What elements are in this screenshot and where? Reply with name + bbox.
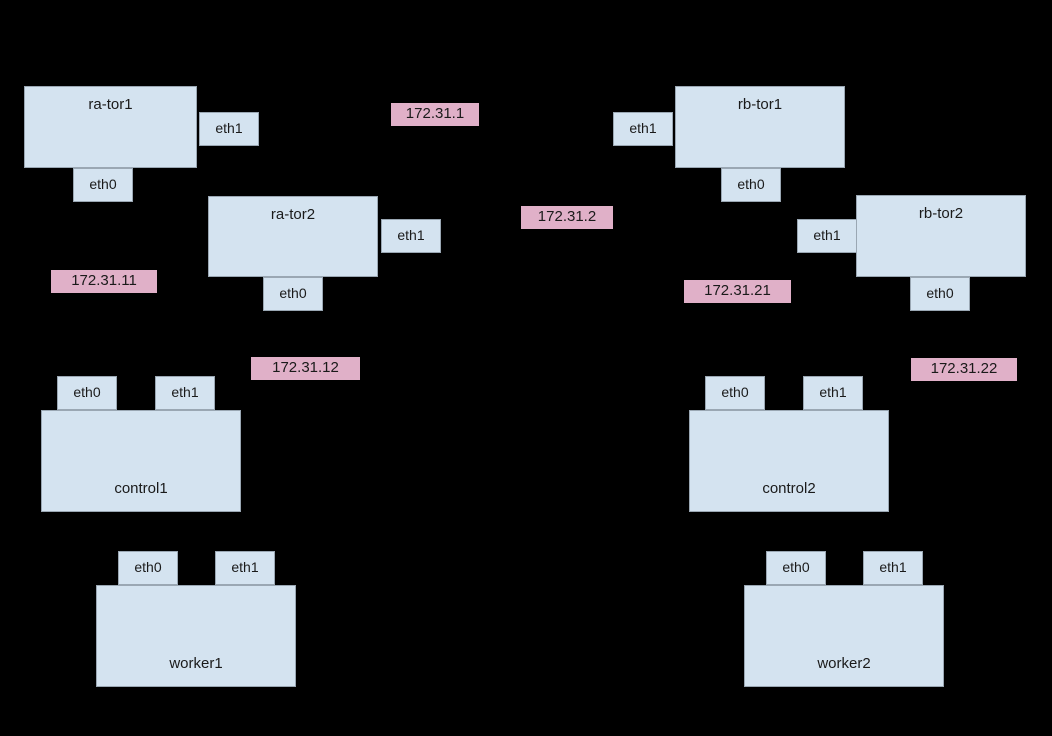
network-label-172.31.2[interactable]: 172.31.2 bbox=[521, 206, 613, 229]
interface-rb-tor1-eth0[interactable]: eth0 bbox=[721, 168, 781, 202]
node-label: ra-tor1 bbox=[88, 96, 133, 113]
interface-label: eth0 bbox=[279, 285, 307, 302]
interface-control2-eth0[interactable]: eth0 bbox=[705, 376, 765, 410]
interface-label: eth0 bbox=[89, 176, 117, 193]
interface-label: eth1 bbox=[171, 384, 199, 401]
node-ra-tor2[interactable]: ra-tor2 bbox=[208, 196, 378, 277]
node-label: control1 bbox=[114, 479, 168, 497]
interface-label: eth0 bbox=[134, 559, 162, 576]
interface-control2-eth1[interactable]: eth1 bbox=[803, 376, 863, 410]
node-label: worker1 bbox=[169, 654, 223, 672]
interface-label: eth1 bbox=[397, 227, 425, 244]
node-ra-tor1[interactable]: ra-tor1 bbox=[24, 86, 197, 168]
interface-label: eth1 bbox=[629, 120, 657, 137]
interface-label: eth0 bbox=[926, 285, 954, 302]
network-label-172.31.12[interactable]: 172.31.12 bbox=[251, 357, 360, 380]
node-label: rb-tor2 bbox=[918, 205, 964, 222]
network-label-text: 172.31.21 bbox=[704, 282, 771, 300]
interface-label: eth1 bbox=[215, 120, 243, 137]
interface-worker2-eth0[interactable]: eth0 bbox=[766, 551, 826, 585]
network-label-text: 172.31.22 bbox=[930, 360, 998, 378]
node-label: control2 bbox=[762, 479, 816, 497]
interface-worker1-eth1[interactable]: eth1 bbox=[215, 551, 275, 585]
node-rb-tor1[interactable]: rb-tor1 bbox=[675, 86, 845, 168]
interface-label: eth0 bbox=[721, 384, 749, 401]
interface-label: eth1 bbox=[879, 559, 907, 576]
interface-control1-eth0[interactable]: eth0 bbox=[57, 376, 117, 410]
interface-rb-tor1-eth1[interactable]: eth1 bbox=[613, 112, 673, 146]
interface-worker2-eth1[interactable]: eth1 bbox=[863, 551, 923, 585]
interface-label: eth0 bbox=[737, 176, 765, 193]
interface-ra-tor1-eth1[interactable]: eth1 bbox=[199, 112, 259, 146]
node-worker1[interactable]: worker1 bbox=[96, 585, 296, 687]
network-label-text: 172.31.12 bbox=[272, 359, 339, 377]
interface-ra-tor2-eth1[interactable]: eth1 bbox=[381, 219, 441, 253]
network-label-text: 172.31.1 bbox=[405, 105, 465, 123]
node-control2[interactable]: control2 bbox=[689, 410, 889, 512]
network-label-172.31.1[interactable]: 172.31.1 bbox=[391, 103, 479, 126]
node-control1[interactable]: control1 bbox=[41, 410, 241, 512]
interface-rb-tor2-eth1[interactable]: eth1 bbox=[797, 219, 857, 253]
interface-ra-tor2-eth0[interactable]: eth0 bbox=[263, 277, 323, 311]
interface-rb-tor2-eth0[interactable]: eth0 bbox=[910, 277, 970, 311]
node-worker2[interactable]: worker2 bbox=[744, 585, 944, 687]
node-rb-tor2[interactable]: rb-tor2 bbox=[856, 195, 1026, 277]
interface-control1-eth1[interactable]: eth1 bbox=[155, 376, 215, 410]
node-label: worker2 bbox=[817, 654, 871, 672]
node-label: ra-tor2 bbox=[270, 206, 316, 223]
interface-worker1-eth0[interactable]: eth0 bbox=[118, 551, 178, 585]
interface-ra-tor1-eth0[interactable]: eth0 bbox=[73, 168, 133, 202]
network-label-text: 172.31.11 bbox=[71, 272, 137, 290]
node-label: rb-tor1 bbox=[737, 96, 783, 113]
interface-label: eth1 bbox=[813, 227, 841, 244]
network-label-172.31.22[interactable]: 172.31.22 bbox=[911, 358, 1017, 381]
interface-label: eth0 bbox=[782, 559, 810, 576]
interface-label: eth0 bbox=[73, 384, 101, 401]
network-label-text: 172.31.2 bbox=[537, 208, 597, 226]
interface-label: eth1 bbox=[819, 384, 847, 401]
interface-label: eth1 bbox=[231, 559, 259, 576]
network-label-172.31.21[interactable]: 172.31.21 bbox=[684, 280, 791, 303]
network-label-172.31.11[interactable]: 172.31.11 bbox=[51, 270, 157, 293]
